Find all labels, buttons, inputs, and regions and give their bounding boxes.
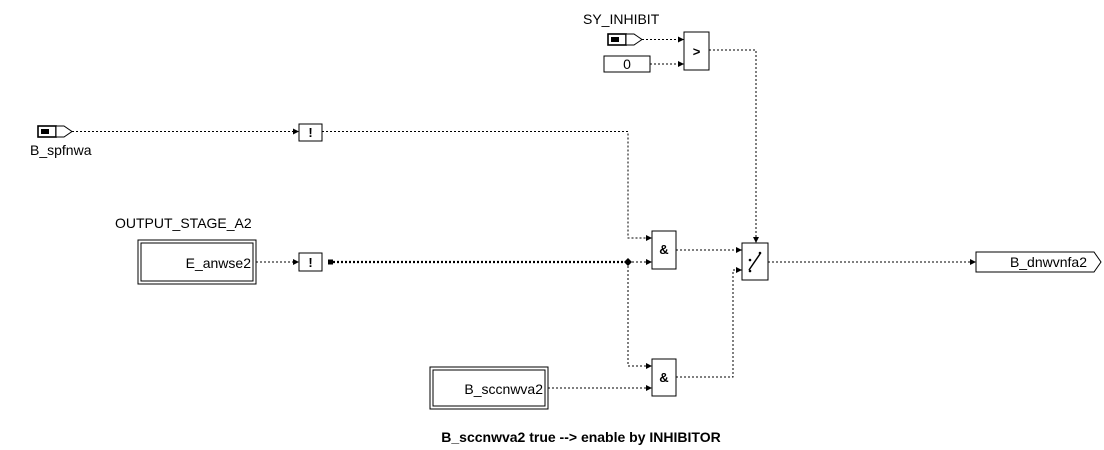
wire-and2-to-switch [676, 269, 742, 378]
not-symbol-1: ! [308, 125, 312, 140]
compare-block[interactable] [683, 31, 710, 71]
output-stage-label: OUTPUT_STAGE_A2 [115, 215, 252, 231]
b-spfnwa-label: B_spfnwa [30, 142, 92, 158]
and-symbol-1: & [659, 242, 668, 257]
diagram-caption: B_sccnwva2 true --> enable by INHIBITOR [441, 429, 720, 445]
not-block-2[interactable] [298, 252, 323, 272]
and-block-1[interactable] [651, 230, 677, 270]
wire-not1-to-and1 [322, 131, 652, 239]
b-dnwvnfa2-label: B_dnwvnfa2 [1010, 254, 1087, 270]
b-spfnwa-input-port[interactable] [37, 125, 73, 138]
switch-block[interactable] [741, 242, 769, 281]
not-block-1[interactable] [298, 123, 323, 142]
sy-inhibit-input-port[interactable] [607, 33, 643, 46]
b-dnwvnfa2-output-port[interactable] [975, 251, 1102, 273]
e-anwse2-label: E_anwse2 [186, 255, 252, 271]
e-anwse2-block[interactable] [137, 239, 257, 285]
sy-inhibit-label: SY_INHIBIT [583, 11, 660, 27]
wire-compare-to-switch [709, 49, 757, 243]
b-sccnwva2-block[interactable] [429, 366, 549, 410]
compare-symbol: > [693, 44, 701, 59]
not-symbol-2: ! [308, 255, 312, 270]
wire-junction-to-and2 [627, 262, 652, 367]
and-symbol-2: & [659, 370, 668, 385]
signal-start-marker [328, 259, 333, 265]
b-sccnwva2-label: B_sccnwva2 [464, 381, 543, 397]
constant-zero-value: 0 [623, 56, 631, 72]
